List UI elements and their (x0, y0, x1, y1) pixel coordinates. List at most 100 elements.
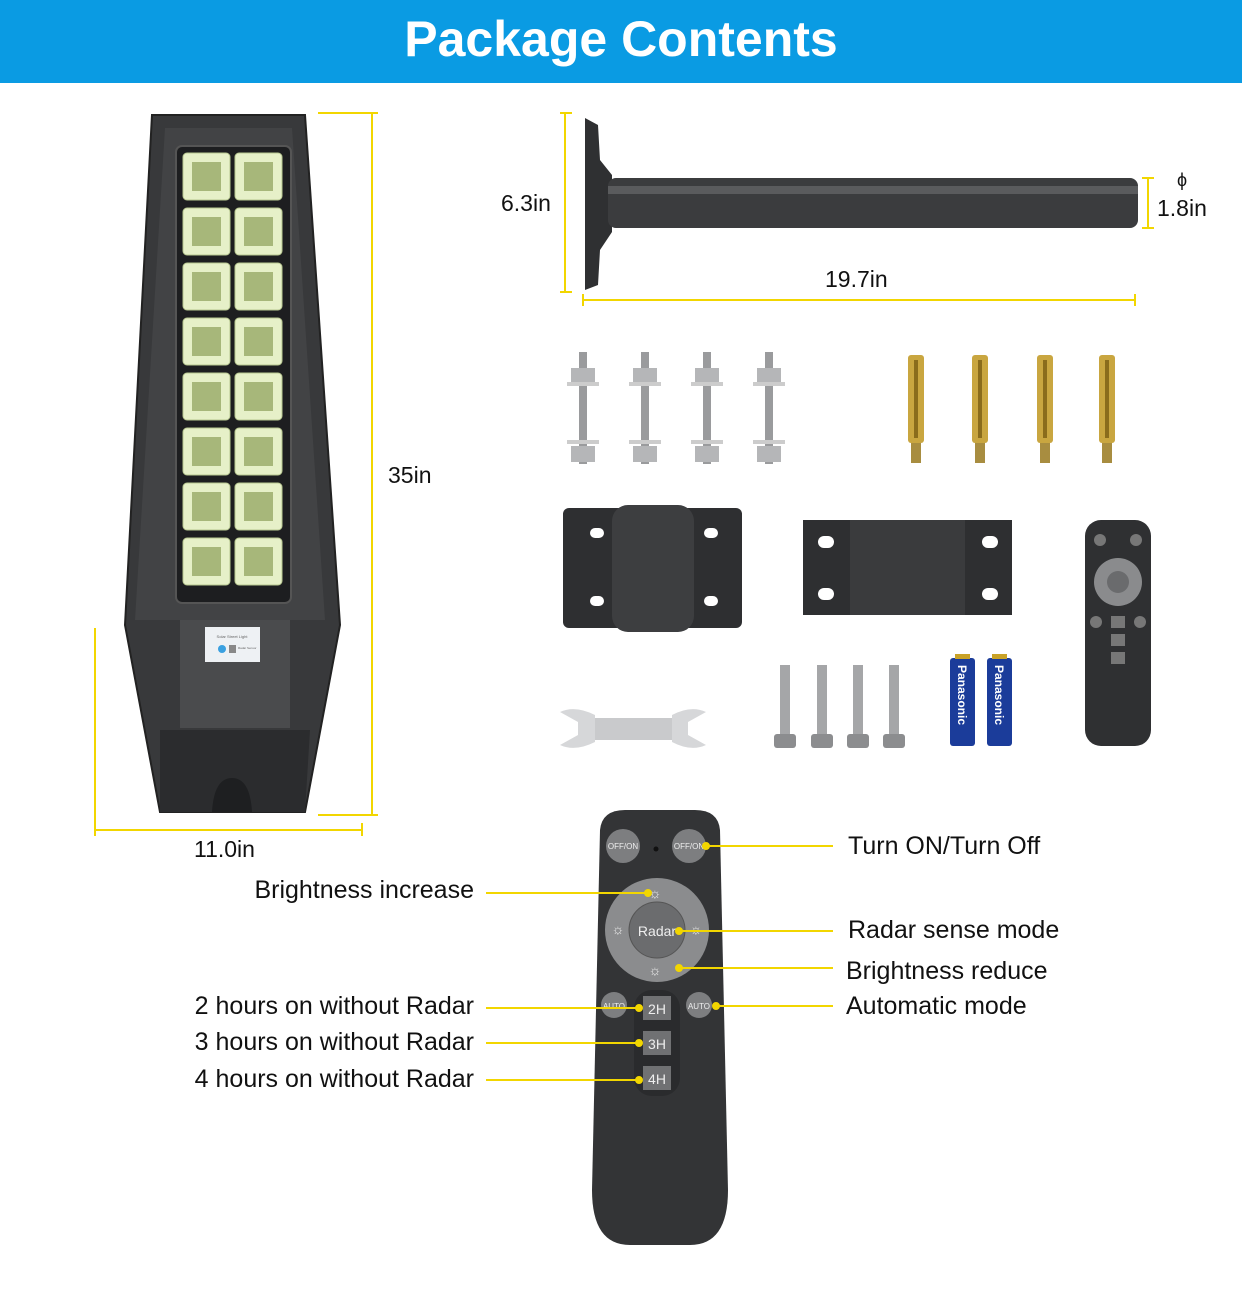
page-title: Package Contents (404, 11, 838, 67)
callout-2-hours: 2 hours on without Radar (194, 992, 474, 1020)
callout-radar-mode: Radar sense mode (848, 916, 1060, 944)
brightness-up-icon: ☼ (649, 885, 662, 901)
bolt-washer (629, 382, 661, 386)
anchor-slot (914, 360, 918, 438)
bolt-washer (691, 440, 723, 444)
led-chip-grid (192, 437, 221, 466)
lamp-label-sensor: Radar Sensor (238, 646, 257, 650)
auto-label-left: AUTO (603, 1002, 625, 1011)
pipe-clamp-bracket (563, 505, 742, 632)
screw (811, 665, 833, 748)
mounting-pole (585, 118, 1138, 290)
anchor-slot (1043, 360, 1047, 438)
brightness-icon: ☼ (612, 921, 625, 937)
led-chip-grid (244, 547, 273, 576)
led-chip-grid (192, 327, 221, 356)
anchor-slot (978, 360, 982, 438)
bolt-nut (695, 446, 719, 462)
2h-button: 2H (648, 1001, 666, 1017)
diameter-symbol: ϕ (1177, 170, 1188, 190)
led-chip-grid (244, 382, 273, 411)
screw-shaft (889, 665, 899, 735)
anchor-nut (1102, 443, 1112, 463)
screws (774, 665, 905, 748)
bolt-nut (757, 446, 781, 462)
led-chip-grid (244, 492, 273, 521)
off-on-label-right: OFF/ON (674, 842, 704, 851)
off-on-button-left (606, 829, 640, 863)
screw-head (883, 734, 905, 748)
screw (883, 665, 905, 748)
screw-shaft (780, 665, 790, 735)
led-chip-grid (244, 327, 273, 356)
expansion-anchor (1037, 355, 1053, 463)
screw-head (811, 734, 833, 748)
battery-brand: Panasonic (992, 665, 1006, 725)
led-chip-grid (192, 382, 221, 411)
bolt-washer (691, 382, 723, 386)
screw (774, 665, 796, 748)
bolt-washer (753, 382, 785, 386)
remote-control: OFF/ON OFF/ON Radar ☼ ☼ ☼ ☼ AUTO AUTO 2H… (592, 810, 728, 1245)
callout-lines (486, 842, 833, 1084)
screw (847, 665, 869, 748)
wrench (560, 709, 706, 748)
led-panel (182, 152, 283, 586)
bolt-nut (757, 368, 781, 382)
led-chip-grid (244, 162, 273, 191)
bolt-shaft (641, 352, 649, 464)
bolt-nut (571, 368, 595, 382)
bolt-nut (695, 368, 719, 382)
screw-head (847, 734, 869, 748)
auto-label-right: AUTO (688, 1002, 710, 1011)
bolt-washer (629, 440, 661, 444)
screw-shaft (853, 665, 863, 735)
title-banner: Package Contents (0, 0, 1242, 83)
bolt-nut (633, 446, 657, 462)
bolt-shaft (703, 352, 711, 464)
led-chip-grid (192, 547, 221, 576)
callout-turn-on-off: Turn ON/Turn Off (848, 832, 1041, 860)
anchor-nut (911, 443, 921, 463)
pole-dimension-lines (560, 112, 1154, 306)
bolts (567, 352, 785, 464)
bolt-shaft (579, 352, 587, 464)
callout-4-hours: 4 hours on without Radar (194, 1065, 474, 1093)
auto-button-left (601, 992, 627, 1018)
bolt-washer (567, 382, 599, 386)
bolt (629, 352, 661, 464)
bolt-washer (753, 440, 785, 444)
led-chip-grid (192, 162, 221, 191)
pole-plate-height-label: 6.3in (501, 190, 551, 216)
anchor-slot (1105, 360, 1109, 438)
led-chip-grid (244, 217, 273, 246)
bolt (567, 352, 599, 464)
anchor-nut (975, 443, 985, 463)
remote-control-small (1085, 520, 1151, 746)
bolt (691, 352, 723, 464)
lamp-label (205, 627, 260, 662)
radar-button: Radar (638, 923, 676, 939)
callout-3-hours: 3 hours on without Radar (194, 1028, 474, 1056)
screw-head (774, 734, 796, 748)
brightness-down-icon: ☼ (649, 962, 662, 978)
solar-street-light: Solar Street Light Radar Sensor (123, 114, 342, 813)
expansion-anchor (908, 355, 924, 463)
off-on-button-right (672, 829, 706, 863)
callout-brightness-increase: Brightness increase (254, 876, 474, 904)
bolt-nut (633, 368, 657, 382)
lamp-width-label: 11.0in (194, 836, 255, 862)
led-chip-grid (192, 492, 221, 521)
led-chip-grid (192, 272, 221, 301)
expansion-anchor (972, 355, 988, 463)
led-chip-grid (244, 272, 273, 301)
flat-bracket (803, 520, 1012, 615)
lamp-dimension-lines (94, 112, 378, 836)
bolt-shaft (765, 352, 773, 464)
expansion-anchor (1099, 355, 1115, 463)
brightness-half-icon: ☼ (690, 921, 703, 937)
pole-length-label: 19.7in (825, 266, 888, 292)
screw-shaft (817, 665, 827, 735)
lamp-label-title: Solar Street Light (217, 634, 249, 639)
